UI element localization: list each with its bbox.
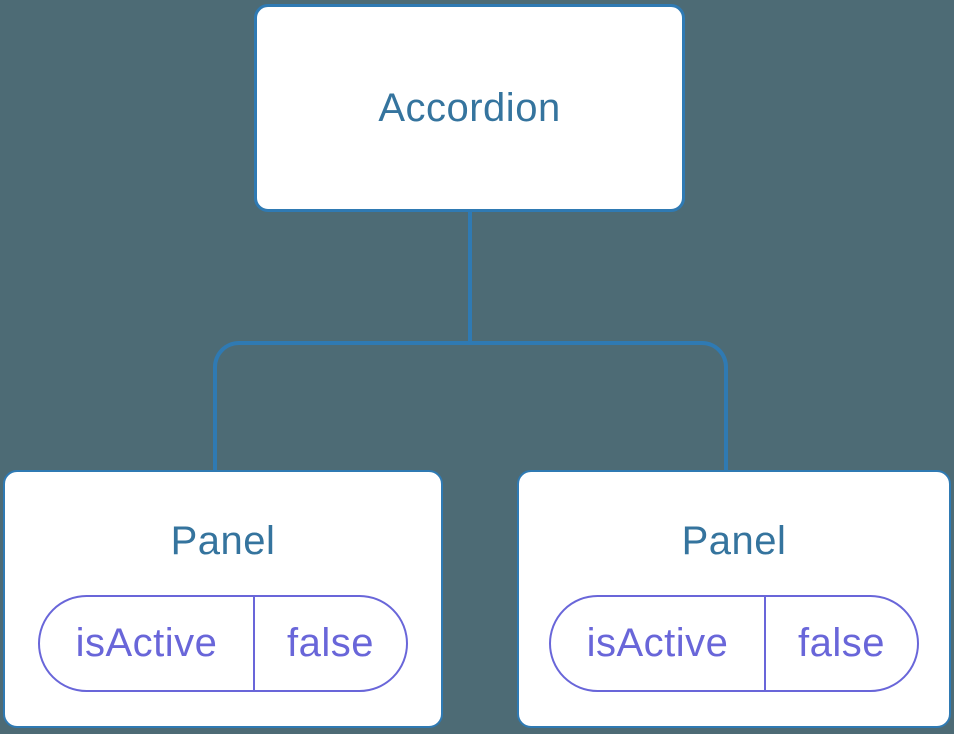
state-pill: isActive false bbox=[38, 595, 408, 692]
connector-trunk-line bbox=[468, 211, 472, 343]
state-value: false bbox=[253, 597, 406, 690]
panel-node-label: Panel bbox=[170, 519, 276, 563]
connector-bracket-line bbox=[213, 341, 728, 470]
state-value: false bbox=[764, 597, 917, 690]
state-key: isActive bbox=[75, 621, 218, 665]
panel-node-left: Panel isActive false bbox=[3, 470, 443, 728]
state-key: isActive bbox=[586, 621, 729, 665]
panel-node-label: Panel bbox=[681, 519, 787, 563]
accordion-node: Accordion bbox=[254, 4, 685, 212]
state-pill: isActive false bbox=[549, 595, 919, 692]
panel-node-right: Panel isActive false bbox=[517, 470, 951, 728]
accordion-node-label: Accordion bbox=[378, 85, 561, 130]
